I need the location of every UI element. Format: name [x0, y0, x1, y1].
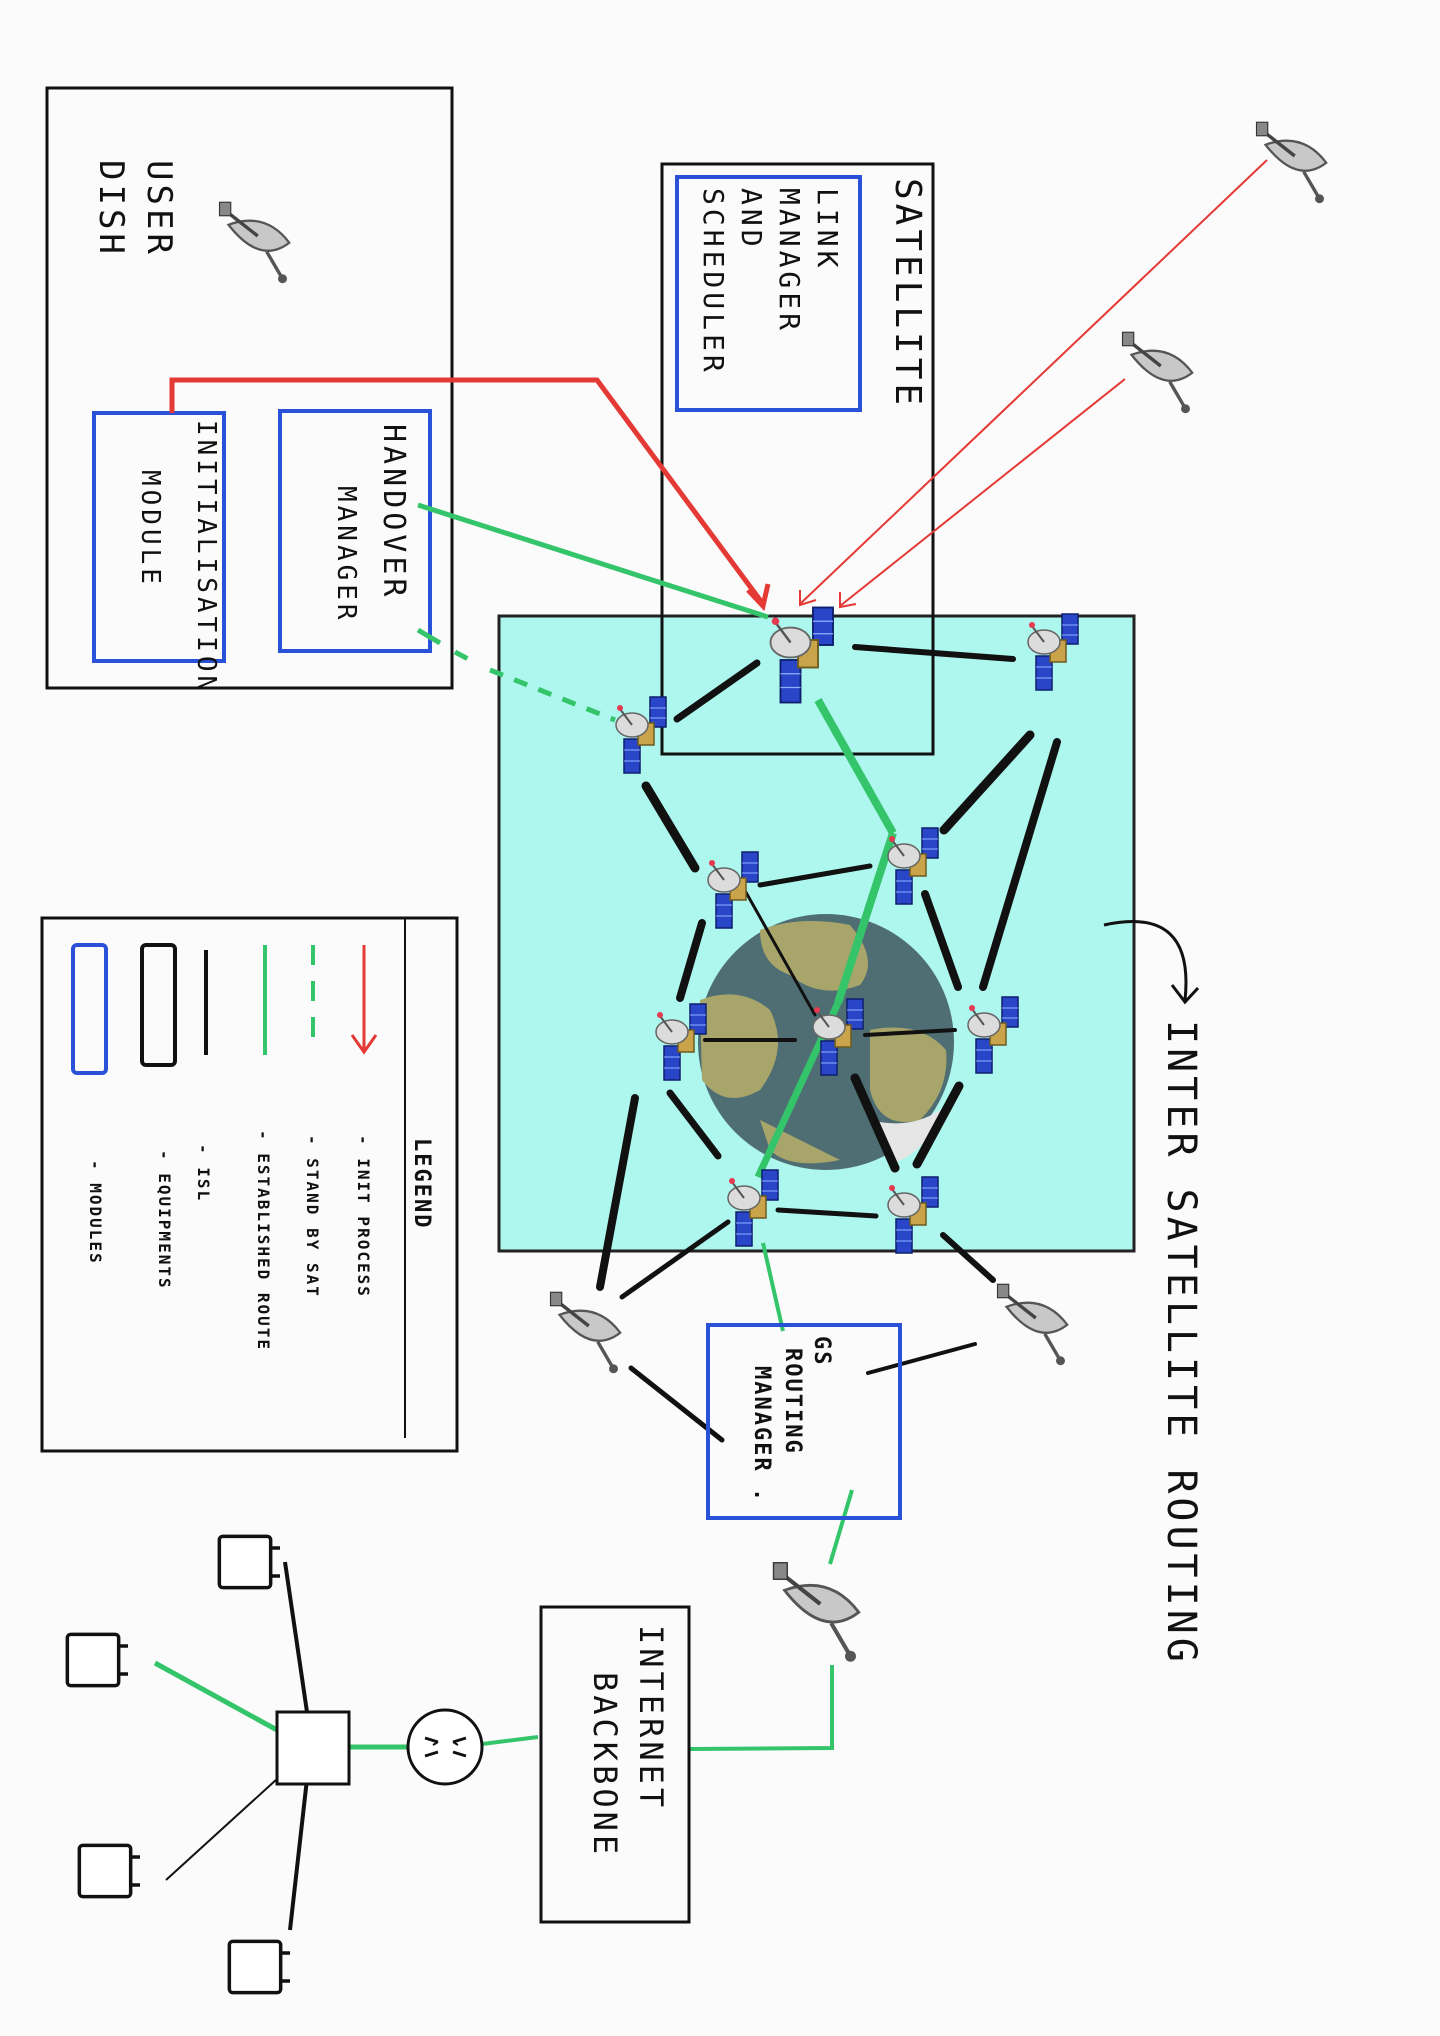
- initialisation-label-1: INITIALISATION: [191, 420, 221, 695]
- handover-manager[interactable]: HANDOVER MANAGER: [278, 409, 432, 653]
- dish-icon[interactable]: [1120, 330, 1194, 415]
- user-dish-label-2: DISH: [91, 160, 131, 258]
- link-manager-label-1: LINK: [811, 188, 844, 271]
- link-manager-label-3: AND: [735, 188, 768, 251]
- legend-black-box: [140, 943, 177, 1067]
- legend-blue-box: [71, 943, 108, 1075]
- router-icon[interactable]: [406, 1708, 484, 1786]
- inter-satellite-routing-callout: INTER SATELLITE ROUTING: [1103, 920, 1204, 1666]
- computer-icon[interactable]: [217, 1534, 282, 1590]
- link-manager-scheduler[interactable]: LINK MANAGER AND SCHEDULER: [675, 175, 862, 412]
- handover-label-1: HANDOVER: [376, 424, 411, 601]
- satellite-label: SATELLITE: [887, 178, 928, 409]
- dish-icon[interactable]: [1254, 120, 1328, 205]
- lan-links: [165, 1561, 309, 1931]
- internet-backbone-label-2: BACKBONE: [586, 1672, 624, 1858]
- switch-icon[interactable]: [275, 1710, 351, 1786]
- link-manager-label-4: SCHEDULER: [697, 188, 730, 376]
- user-dish-box: USER DISH: [45, 86, 454, 690]
- internet-backbone[interactable]: INTERNET BACKBONE: [539, 1605, 691, 1924]
- initialisation-label-2: MODULE: [135, 470, 165, 588]
- legend-item-label: - ISL: [194, 1144, 213, 1202]
- legend-item-label: - EQUIPMENTS: [155, 1150, 174, 1290]
- gs-label-3: MANAGER .: [749, 1366, 774, 1503]
- legend-item-label: - STAND BY SAT: [303, 1135, 322, 1298]
- user-dish-label-1: USER: [139, 160, 179, 258]
- legend-title: LEGEND: [409, 1138, 434, 1229]
- isl-links: [596, 644, 1061, 1443]
- dish-icon[interactable]: [995, 1282, 1069, 1367]
- established-route: [153, 502, 897, 1751]
- dish-icon[interactable]: [774, 1563, 859, 1662]
- dish-icon[interactable]: [548, 1290, 622, 1375]
- dish-icon: [217, 200, 291, 285]
- legend-item-label: - ESTABLISHED ROUTE: [254, 1130, 273, 1351]
- legend: LEGEND - INIT PROCESS - STAND BY SAT - E…: [40, 916, 459, 1453]
- gs-routing-manager[interactable]: GS ROUTING MANAGER .: [706, 1323, 902, 1520]
- computer-icon[interactable]: [77, 1843, 142, 1899]
- inter-satellite-routing-label: INTER SATELLITE ROUTING: [1158, 1020, 1204, 1666]
- computer-icon[interactable]: [65, 1632, 130, 1688]
- gs-label-2: ROUTING: [780, 1348, 805, 1455]
- computers: [65, 1534, 292, 1995]
- internet-backbone-label-1: INTERNET: [632, 1625, 670, 1811]
- computer-icon[interactable]: [227, 1939, 292, 1995]
- init-process-arrows: [169, 159, 1268, 612]
- gs-label-1: GS: [809, 1336, 834, 1367]
- initialisation-module[interactable]: INITIALISATION MODULE: [92, 411, 226, 695]
- link-manager-label-2: MANAGER: [773, 188, 806, 334]
- satellite-box: SATELLITE: [660, 162, 935, 756]
- handover-label-2: MANAGER: [331, 486, 361, 624]
- legend-item-label: - MODULES: [86, 1160, 105, 1265]
- legend-item-label: - INIT PROCESS: [354, 1135, 373, 1298]
